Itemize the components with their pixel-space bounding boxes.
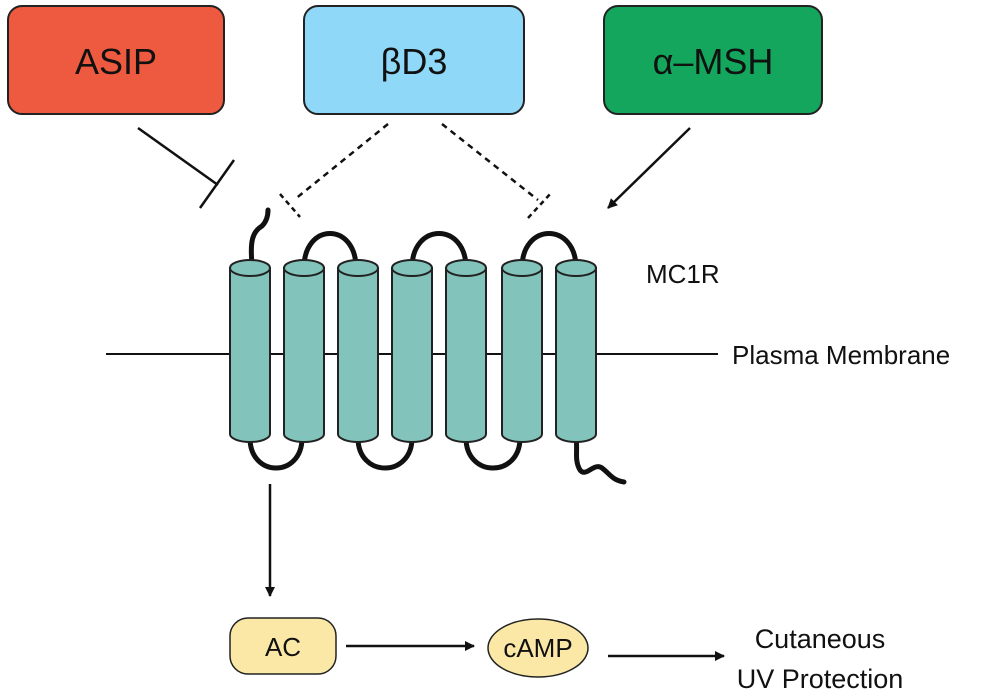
transmembrane-helix-5 [445,259,487,443]
bd3-inhibition-left [279,123,389,218]
ac-label: AC [265,632,301,662]
bd3-label: βD3 [381,41,448,82]
extracellular-loop-1 [301,231,359,271]
camp-node-shape [487,618,589,678]
transmembrane-helix-6 [501,259,543,443]
camp-node: cAMP [487,618,589,678]
transmembrane-helix-4 [391,259,433,443]
amsh-activation-arrow [607,127,691,209]
c-terminus [573,435,627,485]
intracellular-loop-2 [355,435,415,471]
bd3-box: βD3 [303,5,525,115]
bd3-box-shape [303,5,525,115]
mc1r-helices [229,259,597,443]
transmembrane-helix-2 [283,259,325,443]
asip-box: ASIP [7,5,225,115]
ac-node: AC [229,617,337,675]
intracellular-loop-3 [463,435,523,471]
outcome-line-1: Cutaneous [755,624,886,654]
asip-box-shape [7,5,225,115]
transmembrane-helix-3 [337,259,379,443]
amsh-box: α–MSH [603,5,823,115]
extracellular-loop-3 [519,231,579,271]
ac-node-shape [229,617,337,675]
asip-inhibition-arrow [137,126,236,209]
n-terminus [248,207,271,267]
transmembrane-helix-1 [229,259,271,443]
camp-label: cAMP [503,633,572,663]
mc1r-label: MC1R [646,259,720,289]
bd3-inhibition-right [441,123,553,219]
transmembrane-helix-7 [555,259,597,443]
amsh-box-shape [603,5,823,115]
intracellular-loop-1 [247,435,305,471]
extracellular-loop-2 [409,231,469,271]
amsh-label: α–MSH [653,41,774,82]
outcome-line-2: UV Protection [737,664,904,694]
mc1r-loops [247,207,627,485]
plasma-membrane-label: Plasma Membrane [732,340,950,370]
asip-label: ASIP [75,41,157,82]
